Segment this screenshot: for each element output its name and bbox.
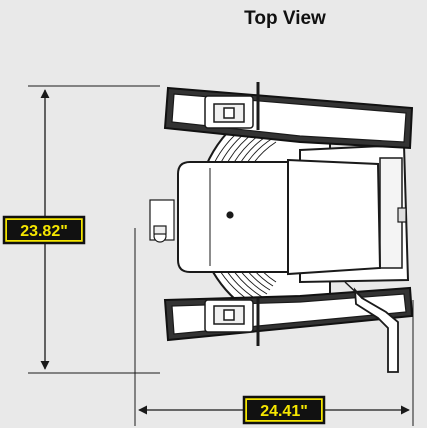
machine-top-view: [149, 82, 414, 373]
width-label: 24.41": [242, 395, 326, 425]
height-value: 23.82": [20, 223, 68, 240]
side-fitting: [149, 199, 175, 243]
outlet-pipe: [353, 287, 399, 373]
top-wheel-bracket: [204, 82, 260, 130]
height-label: 23.82": [2, 215, 86, 245]
width-value: 24.41": [260, 403, 308, 420]
page-title: Top View: [244, 8, 326, 29]
bottom-wheel-bracket: [204, 298, 260, 346]
motor-housing: [177, 161, 289, 273]
